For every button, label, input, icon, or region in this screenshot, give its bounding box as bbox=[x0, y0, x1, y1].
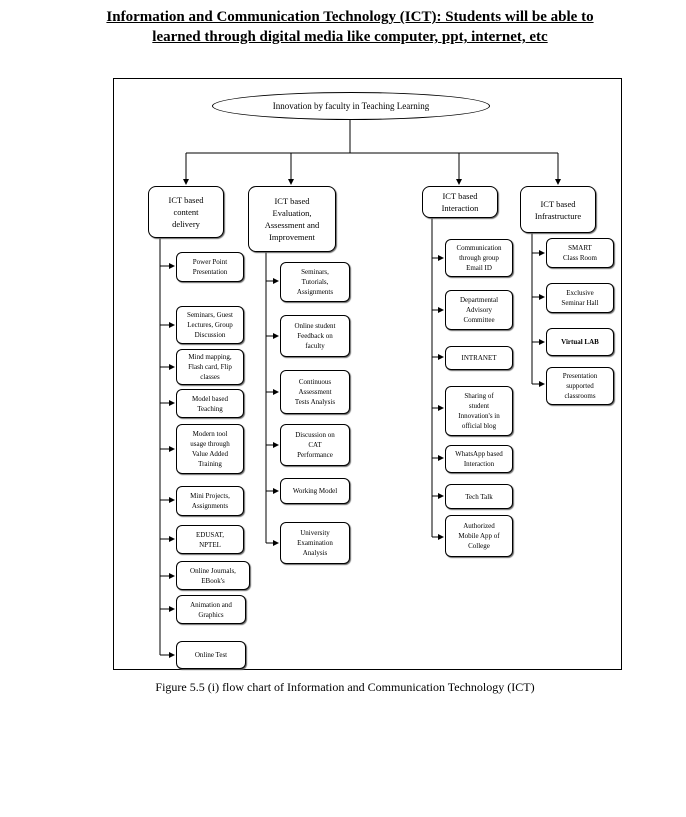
root-node: Innovation by faculty in Teaching Learni… bbox=[212, 92, 490, 120]
infrastructure-item: SMART Class Room bbox=[546, 238, 614, 268]
content-item: Mini Projects, Assignments bbox=[176, 486, 244, 516]
infrastructure-item: Virtual LAB bbox=[546, 328, 614, 356]
interaction-item: INTRANET bbox=[445, 346, 513, 370]
content-item: Mind mapping, Flash card, Flip classes bbox=[176, 349, 244, 385]
interaction-item: Authorized Mobile App of College bbox=[445, 515, 513, 557]
evaluation-item: Discussion on CAT Performance bbox=[280, 424, 350, 466]
evaluation-item: University Examination Analysis bbox=[280, 522, 350, 564]
figure-caption: Figure 5.5 (i) flow chart of Information… bbox=[155, 680, 535, 694]
evaluation-item: Online student Feedback on faculty bbox=[280, 315, 350, 357]
header-content-delivery: ICT based content delivery bbox=[148, 186, 224, 238]
interaction-item: Tech Talk bbox=[445, 484, 513, 509]
content-item: EDUSAT, NPTEL bbox=[176, 525, 244, 554]
content-item: Model based Teaching bbox=[176, 389, 244, 418]
infrastructure-item: Exclusive Seminar Hall bbox=[546, 283, 614, 313]
content-item: Online Test bbox=[176, 641, 246, 669]
interaction-item: Sharing of student Innovation's in offic… bbox=[445, 386, 513, 436]
content-item: Power Point Presentation bbox=[176, 252, 244, 282]
page-title-line-2: learned through digital media like compu… bbox=[152, 29, 548, 45]
header-evaluation: ICT based Evaluation, Assessment and Imp… bbox=[248, 186, 336, 252]
interaction-item: Departmental Advisory Committee bbox=[445, 290, 513, 330]
content-item: Animation and Graphics bbox=[176, 595, 246, 624]
content-item: Online Journals, EBook's bbox=[176, 561, 250, 590]
page-title-line-1: Information and Communication Technology… bbox=[106, 9, 594, 25]
evaluation-item: Seminars, Tutorials, Assignments bbox=[280, 262, 350, 302]
header-interaction: ICT based Interaction bbox=[422, 186, 498, 218]
flowchart-frame bbox=[113, 78, 622, 670]
content-item: Modern tool usage through Value Added Tr… bbox=[176, 424, 244, 474]
infrastructure-item: Presentation supported classrooms bbox=[546, 367, 614, 405]
evaluation-item: Continuous Assessment Tests Analysis bbox=[280, 370, 350, 414]
interaction-item: Communication through group Email ID bbox=[445, 239, 513, 277]
header-infrastructure: ICT based Infrastructure bbox=[520, 186, 596, 233]
content-item: Seminars, Guest Lectures, Group Discussi… bbox=[176, 306, 244, 344]
interaction-item: WhatsApp based Interaction bbox=[445, 445, 513, 473]
evaluation-item: Working Model bbox=[280, 478, 350, 504]
